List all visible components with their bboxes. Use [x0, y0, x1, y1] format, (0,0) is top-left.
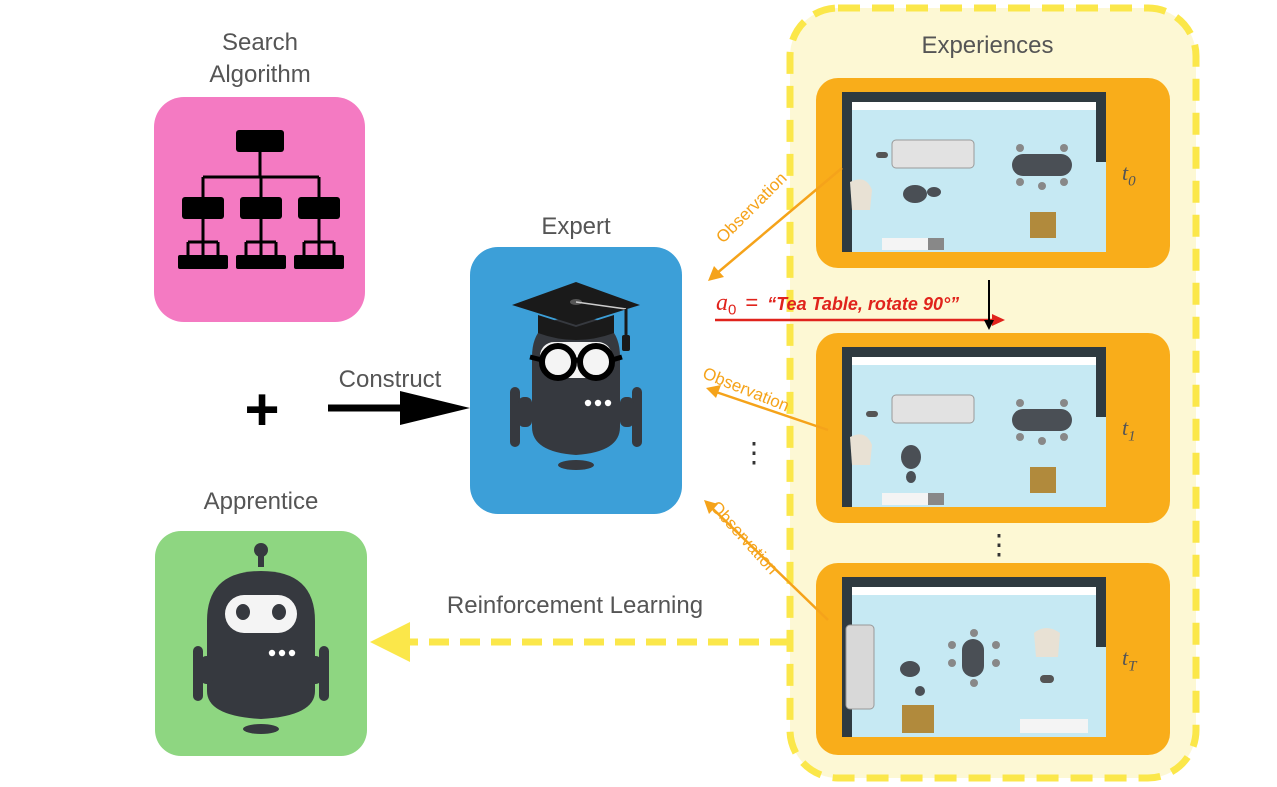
time-tag-tT: tT: [1122, 645, 1136, 675]
search-algorithm-label: Search Algorithm: [155, 27, 365, 91]
construct-label: Construct: [338, 366, 442, 393]
time-tag-tT-symbol: t: [1122, 645, 1129, 670]
graduate-robot-icon: [510, 282, 642, 470]
action-label: a0 = “Tea Table, rotate 90°”: [716, 290, 959, 319]
room-scene-tT: [842, 577, 1106, 737]
experience-frame-tT: tT: [816, 563, 1170, 755]
time-tag-t1-symbol: t: [1122, 415, 1129, 440]
time-tag-tT-sub: T: [1128, 658, 1137, 675]
time-tag-t0-symbol: t: [1122, 160, 1129, 185]
time-tag-t1: t1: [1122, 415, 1136, 445]
apprentice-box: [155, 531, 367, 756]
apprentice-label: Apprentice: [203, 488, 319, 515]
time-tag-t0: t0: [1122, 160, 1136, 190]
action-text: “Tea Table, rotate 90°”: [767, 294, 960, 314]
experiences-title: Experiences: [921, 32, 1054, 59]
search-algorithm-line1: Search: [221, 29, 299, 56]
search-algorithm-line2: Algorithm: [209, 61, 311, 88]
time-tag-t0-sub: 0: [1128, 173, 1136, 190]
experience-frame-t1: t1: [816, 333, 1170, 523]
robot-icon: [193, 543, 329, 734]
search-algorithm-box: [154, 97, 365, 322]
action-symbol: a: [716, 290, 728, 316]
experience-frame-t0: t0: [816, 78, 1170, 268]
time-tag-t1-sub: 1: [1128, 428, 1136, 445]
action-sub: 0: [728, 301, 737, 319]
ellipsis-between-frames: ⋮: [985, 529, 1013, 560]
room-scene-t0: [842, 92, 1106, 252]
expert-box: [470, 247, 682, 514]
hierarchy-tree-icon: [178, 130, 344, 269]
reinforcement-learning-label: Reinforcement Learning: [446, 592, 704, 619]
action-equals: =: [745, 290, 759, 315]
expert-label: Expert: [541, 213, 611, 240]
plus-symbol: +: [244, 376, 280, 443]
room-scene-t1: [842, 347, 1106, 507]
ellipsis-left: ⋮: [740, 437, 768, 468]
